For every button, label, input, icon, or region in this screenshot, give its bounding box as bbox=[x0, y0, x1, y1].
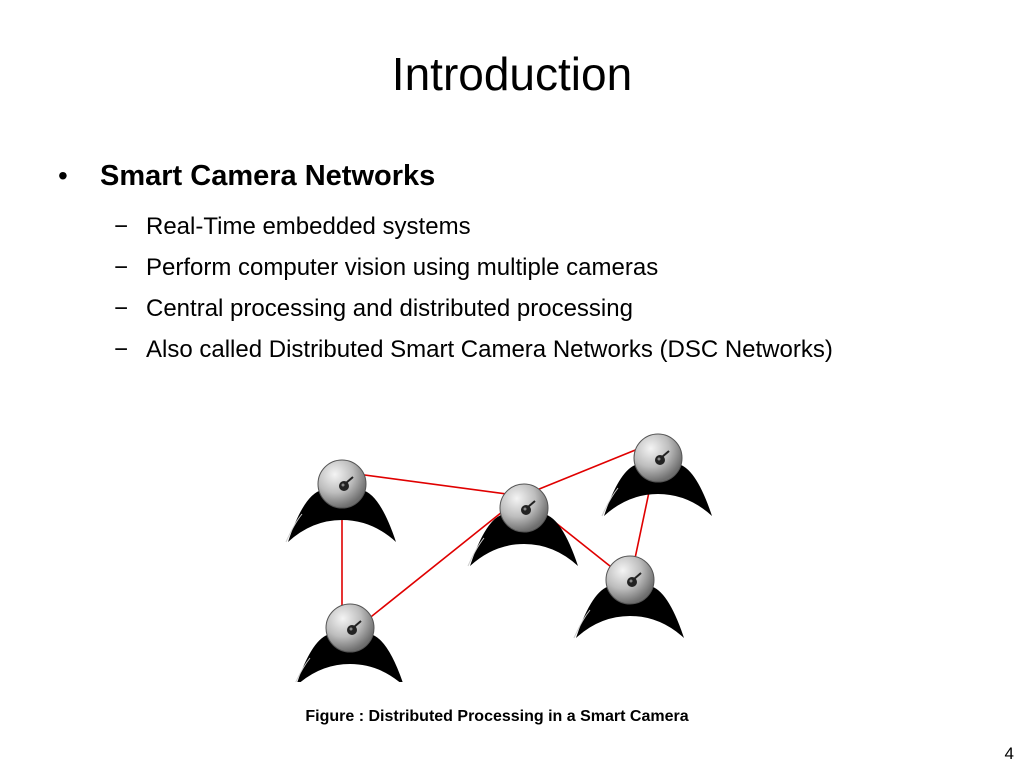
sub-bullet-item: −Also called Distributed Smart Camera Ne… bbox=[114, 329, 833, 370]
smart-camera-icon bbox=[573, 555, 685, 639]
bullet-dot-icon: • bbox=[58, 160, 68, 191]
dash-icon: − bbox=[114, 213, 129, 240]
sub-bullet-item: −Real-Time embedded systems bbox=[114, 206, 833, 247]
figure-caption: Figure : Distributed Processing in a Sma… bbox=[305, 708, 689, 725]
smart-camera-icon bbox=[601, 433, 713, 517]
smart-camera-icon bbox=[293, 603, 405, 682]
page-number: 4 bbox=[1004, 744, 1014, 763]
main-bullet: • Smart Camera Networks bbox=[58, 160, 435, 193]
sub-bullet-text: Also called Distributed Smart Camera Net… bbox=[146, 336, 833, 363]
slide-title: Introduction bbox=[391, 48, 633, 100]
dash-icon: − bbox=[114, 295, 129, 322]
sub-bullet-item: −Perform computer vision using multiple … bbox=[114, 247, 833, 288]
sub-bullet-text: Real-Time embedded systems bbox=[146, 213, 471, 240]
sub-bullet-list: −Real-Time embedded systems −Perform com… bbox=[114, 206, 833, 370]
sub-bullet-text: Perform computer vision using multiple c… bbox=[146, 254, 659, 281]
smart-camera-icon bbox=[285, 459, 397, 543]
bullet-text: Smart Camera Networks bbox=[100, 160, 436, 192]
camera-network-figure bbox=[285, 433, 713, 682]
dash-icon: − bbox=[114, 254, 129, 281]
sub-bullet-item: −Central processing and distributed proc… bbox=[114, 288, 833, 329]
sub-bullet-text: Central processing and distributed proce… bbox=[146, 295, 633, 322]
dash-icon: − bbox=[114, 336, 129, 363]
